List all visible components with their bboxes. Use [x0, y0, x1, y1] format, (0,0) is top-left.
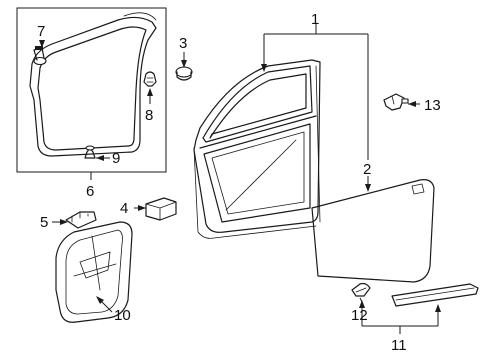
callout-12: 12 — [351, 307, 368, 324]
callout-6: 6 — [86, 183, 94, 200]
callout-13: 13 — [424, 97, 441, 114]
door-weatherstrip-part[interactable] — [29, 12, 157, 157]
arrow-heads — [39, 40, 441, 312]
leader-lines — [41, 24, 439, 334]
outer-door-panel-part[interactable] — [311, 179, 435, 283]
callout-4: 4 — [120, 200, 128, 217]
belt-moulding-11-part[interactable] — [391, 283, 479, 307]
callout-7: 7 — [37, 23, 45, 40]
clip-9-part[interactable] — [84, 145, 96, 159]
grommet-3-part[interactable] — [175, 66, 193, 81]
callout-5: 5 — [40, 214, 48, 231]
clip-12-part[interactable] — [351, 282, 371, 297]
service-hole-cover-10-part[interactable] — [55, 221, 133, 323]
callout-11: 11 — [391, 337, 407, 354]
bracket-5-part[interactable] — [65, 211, 97, 229]
callout-8: 8 — [145, 107, 153, 124]
callout-3: 3 — [179, 35, 187, 52]
callout-9: 9 — [112, 150, 120, 167]
bracket-13-part[interactable] — [383, 93, 409, 111]
front-door-frame-part[interactable] — [193, 59, 321, 239]
callout-2: 2 — [363, 161, 371, 178]
clip-8-part[interactable] — [143, 71, 157, 87]
pad-4-part[interactable] — [145, 197, 177, 221]
clip-7-part[interactable] — [33, 46, 47, 66]
callout-1: 1 — [311, 11, 319, 28]
callout-10: 10 — [114, 307, 131, 324]
callout-labels: 1 2 3 4 5 6 7 8 9 10 11 12 13 — [37, 11, 441, 354]
